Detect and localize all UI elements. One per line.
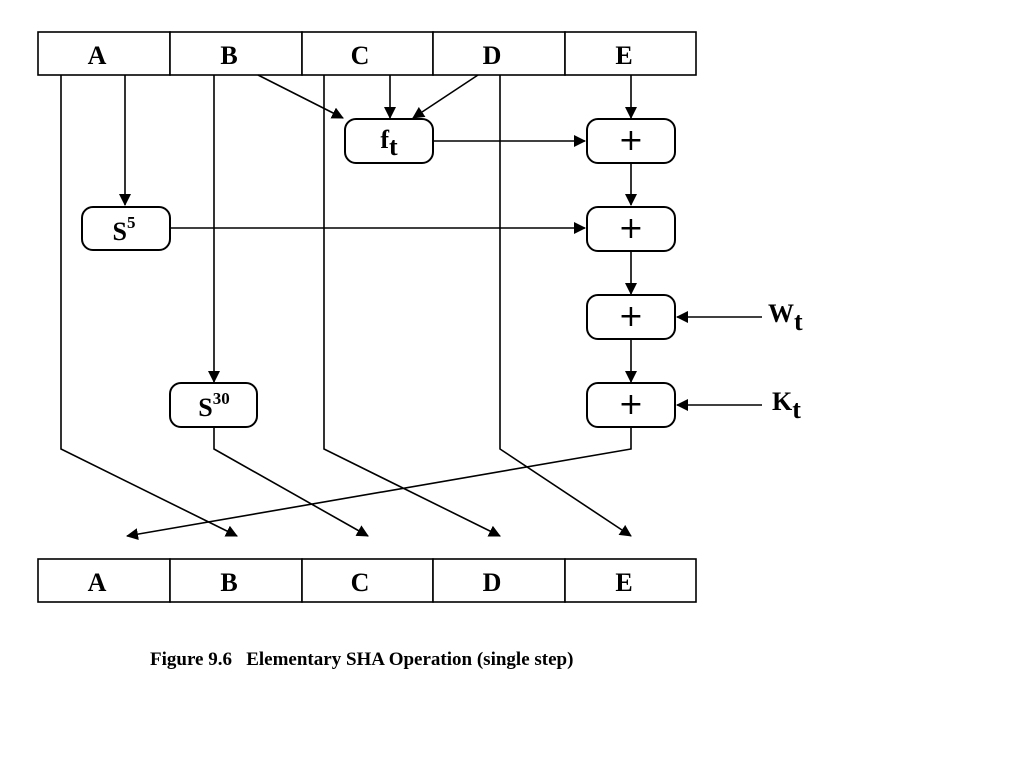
adder-2-box (586, 206, 676, 252)
adder-3-box (586, 294, 676, 340)
wt-label: Wt (768, 299, 803, 336)
top-register-d: D (483, 41, 502, 70)
s30-box (169, 382, 258, 428)
ft-box (344, 118, 434, 164)
adder-4-box (586, 382, 676, 428)
adder-4: + (586, 382, 676, 428)
bottom-register-c-cell (301, 558, 434, 603)
adder-1: + (586, 118, 676, 164)
top-register-row: A B C D E (37, 31, 697, 76)
top-register-a: A (88, 41, 107, 70)
wt-base: W (768, 299, 794, 328)
kt-label: Kt (772, 387, 801, 424)
s30-superscript: 30 (213, 389, 230, 408)
adder-4-plus: + (618, 387, 643, 422)
top-register-c: C (351, 41, 370, 70)
kt-base: K (772, 387, 793, 416)
arrow-sum-to-new-a (126, 427, 632, 541)
bottom-register-d-cell (432, 558, 566, 603)
top-register-c-cell (301, 31, 434, 76)
wires (60, 74, 762, 541)
arrow-s30-to-new-c (213, 427, 369, 537)
arrow-d-to-ft (412, 74, 479, 119)
s5-rotate: S5 (81, 206, 171, 251)
arrow-a-to-new-b (60, 75, 238, 537)
s5-superscript: 5 (127, 213, 136, 232)
top-register-b: B (220, 41, 237, 70)
ft-base: f (380, 125, 389, 154)
s5-box (81, 206, 171, 251)
bottom-register-e-cell (564, 558, 697, 603)
ft-subscript: t (389, 132, 398, 161)
adder-1-box (586, 118, 676, 164)
s5-base: S (113, 217, 127, 246)
adder-1-plus: + (618, 123, 643, 158)
bottom-register-c: C (351, 568, 370, 597)
bottom-register-row: A B C D E (37, 558, 697, 603)
top-register-b-cell (169, 31, 303, 76)
kt-subscript: t (792, 395, 801, 424)
adder-2: + (586, 206, 676, 252)
adder-3-plus: + (618, 299, 643, 334)
bottom-register-b-cell (169, 558, 303, 603)
bottom-register-a-cell (37, 558, 171, 603)
arrow-d-to-new-e (499, 75, 632, 537)
arrow-b-to-ft (257, 74, 344, 119)
arrow-c-to-new-d (323, 75, 501, 537)
top-register-e: E (615, 41, 632, 70)
figure-caption: Figure 9.6 Elementary SHA Operation (sin… (150, 649, 573, 670)
ft-function: ft (344, 118, 434, 164)
wt-subscript: t (794, 307, 803, 336)
s5-label: S5 (113, 213, 136, 246)
bottom-register-b: B (220, 568, 237, 597)
adder-3: + (586, 294, 676, 340)
bottom-register-a: A (88, 568, 107, 597)
adder-2-plus: + (618, 211, 643, 246)
s30-rotate: S30 (169, 382, 258, 428)
top-register-a-cell (37, 31, 171, 76)
s30-label: S30 (198, 389, 229, 422)
ft-label: ft (380, 125, 398, 161)
s30-base: S (198, 393, 212, 422)
bottom-register-d: D (483, 568, 502, 597)
bottom-register-e: E (615, 568, 632, 597)
